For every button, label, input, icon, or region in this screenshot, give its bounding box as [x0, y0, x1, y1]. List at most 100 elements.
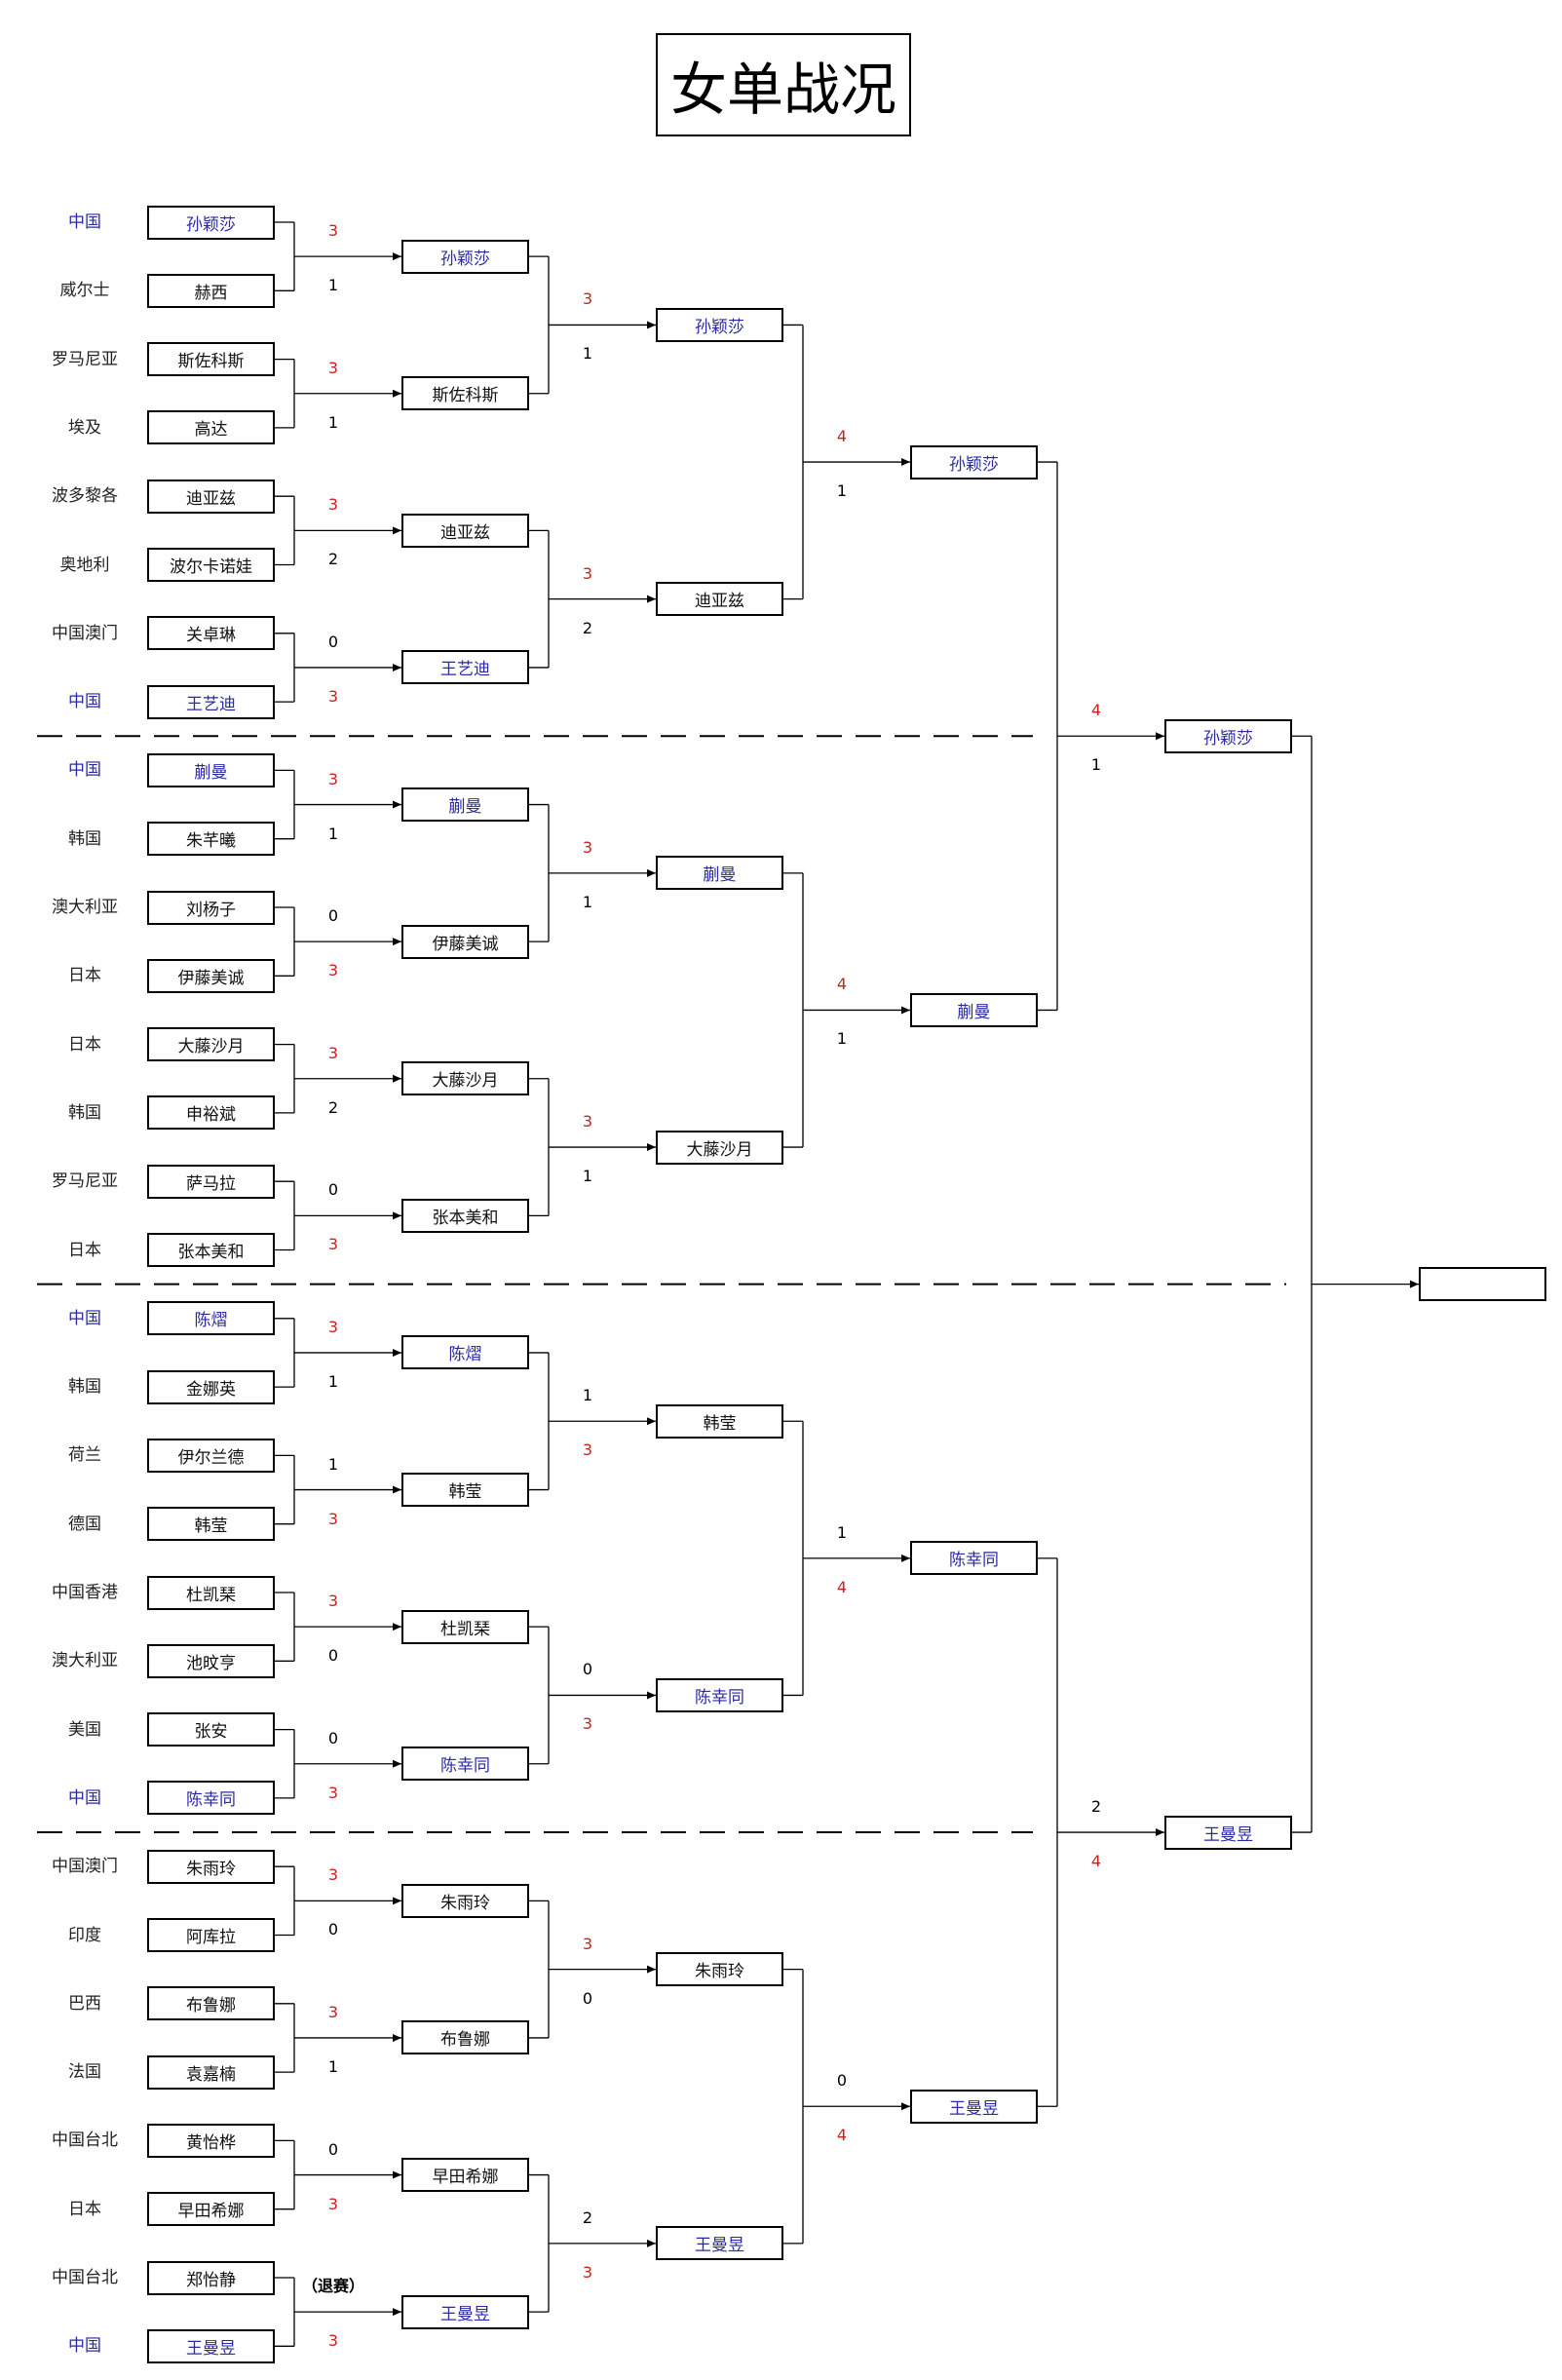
player-box: 王曼昱: [401, 2294, 529, 2329]
player-country: 美国: [68, 1719, 101, 1740]
player-box: 孙颖莎: [1164, 718, 1292, 753]
player-box: 高达: [147, 410, 275, 445]
match-score: 4: [836, 1577, 848, 1596]
player-country: 法国: [68, 2062, 101, 2083]
player-box: 王艺迪: [401, 650, 529, 685]
player-box: 蒯曼: [656, 856, 783, 891]
player-box: 蒯曼: [401, 787, 529, 823]
player-country: 罗马尼亚: [52, 1171, 118, 1192]
match-score: 3: [327, 961, 339, 980]
player-box: 大藤沙月: [147, 1027, 275, 1062]
match-score: 3: [582, 563, 593, 583]
match-score: 3: [582, 1112, 593, 1132]
match-score: 4: [836, 427, 848, 446]
player-box: 布鲁娜: [401, 2020, 529, 2055]
match-score: 1: [582, 1386, 593, 1405]
match-score: 1: [327, 1371, 339, 1391]
match-score: 1: [327, 412, 339, 432]
match-score: 3: [327, 221, 339, 241]
match-score: 0: [327, 1180, 339, 1200]
match-score: 0: [836, 2071, 848, 2091]
player-country: 日本: [68, 1034, 101, 1055]
match-score: 3: [327, 358, 339, 377]
player-box: 迪亚兹: [656, 582, 783, 617]
player-box: 杜凯琹: [147, 1575, 275, 1610]
player-box: 池旼亨: [147, 1643, 275, 1678]
player-country: 中国台北: [52, 2130, 118, 2151]
match-score: 4: [1090, 1852, 1102, 1871]
player-country: 韩国: [68, 1377, 101, 1398]
player-country: 荷兰: [68, 1445, 101, 1466]
player-box: 孙颖莎: [656, 307, 783, 342]
match-score: 3: [327, 1865, 339, 1885]
match-score: 1: [327, 2056, 339, 2076]
player-country: 罗马尼亚: [52, 349, 118, 369]
player-box: 黄怡桦: [147, 2123, 275, 2158]
player-box: 王艺迪: [147, 684, 275, 719]
player-country: 中国: [68, 2336, 101, 2357]
player-box: 王曼昱: [1164, 1815, 1292, 1850]
player-box: 袁嘉楠: [147, 2054, 275, 2090]
player-box: 韩莹: [656, 1403, 783, 1439]
match-score: 2: [327, 550, 339, 569]
match-score: 4: [1090, 701, 1102, 720]
player-box: 朱雨玲: [401, 1883, 529, 1918]
match-score: 3: [327, 2194, 339, 2213]
match-score: 0: [327, 632, 339, 651]
match-score: （退赛）: [301, 2277, 364, 2296]
player-country: 中国: [68, 1787, 101, 1808]
player-box: 大藤沙月: [401, 1061, 529, 1096]
player-country: 中国香港: [52, 1583, 118, 1602]
player-box: 孙颖莎: [147, 205, 275, 240]
match-score: 3: [582, 837, 593, 857]
match-score: 0: [327, 1920, 339, 1939]
player-box: 斯佐科斯: [147, 342, 275, 377]
match-score: 1: [327, 1454, 339, 1474]
page-title: 女单战况: [656, 33, 911, 136]
match-score: 2: [582, 618, 593, 637]
player-box: 陈幸同: [147, 1781, 275, 1816]
match-score: 3: [327, 1783, 339, 1802]
match-score: 0: [327, 906, 339, 926]
player-country: 波多黎各: [52, 486, 118, 507]
match-score: 0: [327, 2139, 339, 2159]
player-country: 威尔士: [59, 281, 110, 301]
player-box: 韩莹: [147, 1507, 275, 1542]
match-score: 1: [327, 276, 339, 295]
player-country: 中国: [68, 212, 101, 232]
player-box: 金娜英: [147, 1369, 275, 1404]
player-box: 杜凯琹: [401, 1609, 529, 1644]
player-country: 印度: [68, 1925, 101, 1945]
match-score: 3: [582, 1934, 593, 1953]
match-score: 3: [327, 1592, 339, 1611]
match-score: 3: [327, 769, 339, 788]
player-box: 伊藤美诚: [147, 958, 275, 993]
player-country: 埃及: [68, 417, 101, 438]
player-box: 萨马拉: [147, 1164, 275, 1199]
match-score: 3: [327, 1317, 339, 1336]
player-country: 澳大利亚: [52, 898, 118, 917]
match-score: 3: [582, 1440, 593, 1460]
player-box: 阿库拉: [147, 1918, 275, 1952]
player-box: 赫西: [147, 273, 275, 308]
match-score: 1: [836, 1029, 848, 1049]
player-box: 布鲁娜: [147, 1986, 275, 2021]
match-score: 3: [582, 2262, 593, 2282]
player-box: 孙颖莎: [910, 444, 1038, 480]
match-score: 3: [582, 1714, 593, 1734]
player-box: 王曼昱: [656, 2226, 783, 2261]
player-country: 奥地利: [59, 555, 110, 575]
player-box: 大藤沙月: [656, 1130, 783, 1165]
player-box: 朱雨玲: [147, 1849, 275, 1884]
player-country: 日本: [68, 2199, 101, 2219]
player-box: 孙颖莎: [401, 239, 529, 274]
player-box: 斯佐科斯: [401, 376, 529, 411]
match-score: 1: [582, 344, 593, 364]
player-box: 朱雨玲: [656, 1952, 783, 1987]
player-country: 韩国: [68, 1102, 101, 1123]
match-score: 0: [582, 1988, 593, 2008]
player-country: 德国: [68, 1514, 101, 1534]
match-score: 0: [327, 1646, 339, 1666]
match-score: 0: [327, 1728, 339, 1747]
player-country: 中国: [68, 1308, 101, 1328]
